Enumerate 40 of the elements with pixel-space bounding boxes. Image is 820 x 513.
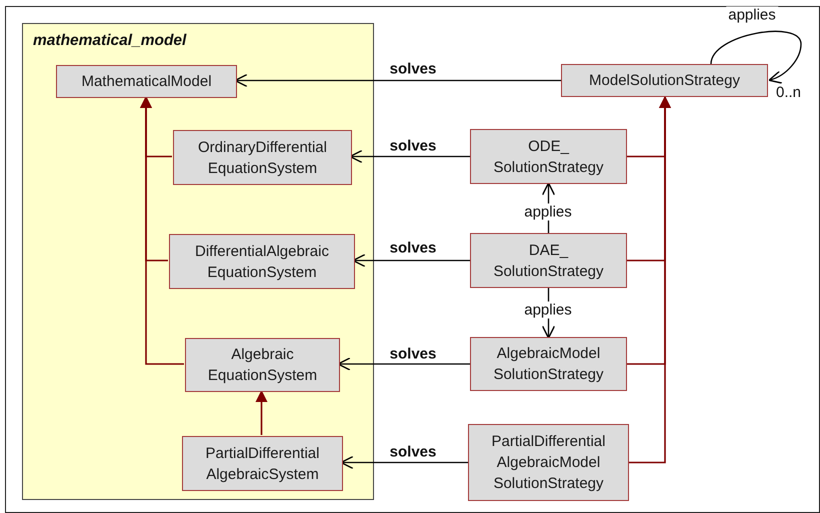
class-box: [470, 337, 627, 391]
class-name: DifferentialAlgebraic EquationSystem: [194, 242, 330, 282]
class-name: ODE_ SolutionStrategy: [492, 136, 605, 178]
edge-label: applies: [522, 204, 574, 220]
edge-label: solves: [388, 240, 438, 256]
class-box: [185, 338, 340, 392]
class-name: OrdinaryDifferential EquationSystem: [197, 138, 328, 178]
class-name: AlgebraicModel SolutionStrategy: [492, 344, 605, 385]
class-name: MathematicalModel: [80, 72, 213, 92]
class-box: [56, 65, 237, 98]
edge-label: solves: [388, 444, 438, 460]
class-box: [468, 424, 629, 501]
class-box: [470, 129, 627, 184]
edge-label: applies: [726, 6, 778, 24]
class-name: PartialDifferential AlgebraicSystem: [204, 444, 320, 484]
package-frame: [22, 23, 374, 500]
association-arrow: [234, 74, 561, 88]
class-name: DAE_ SolutionStrategy: [492, 240, 605, 282]
generalization-arrow: [256, 390, 268, 435]
edge-label: solves: [388, 138, 438, 154]
association-arrow: [352, 254, 470, 268]
generalization-arrow: [140, 96, 184, 365]
class-box: [561, 64, 768, 97]
class-box: [182, 436, 343, 491]
edge-label: solves: [388, 346, 438, 362]
generalization-arrow: [629, 96, 671, 464]
class-name: Algebraic EquationSystem: [206, 345, 318, 386]
association-arrow: [710, 30, 802, 84]
class-box: [470, 233, 627, 288]
class-name: ModelSolutionStrategy: [588, 71, 741, 91]
association-arrow: [337, 357, 470, 371]
package-title: mathematical_model: [33, 32, 186, 50]
multiplicity-label: 0..n: [776, 84, 802, 101]
class-name: PartialDifferential AlgebraicModel SolutionStrategy: [490, 432, 606, 494]
edge-label: solves: [388, 60, 438, 78]
association-arrow: [340, 456, 468, 470]
class-box: [173, 130, 352, 185]
edge-label: applies: [522, 302, 574, 318]
association-arrow: [349, 150, 470, 164]
class-box: [169, 234, 355, 289]
